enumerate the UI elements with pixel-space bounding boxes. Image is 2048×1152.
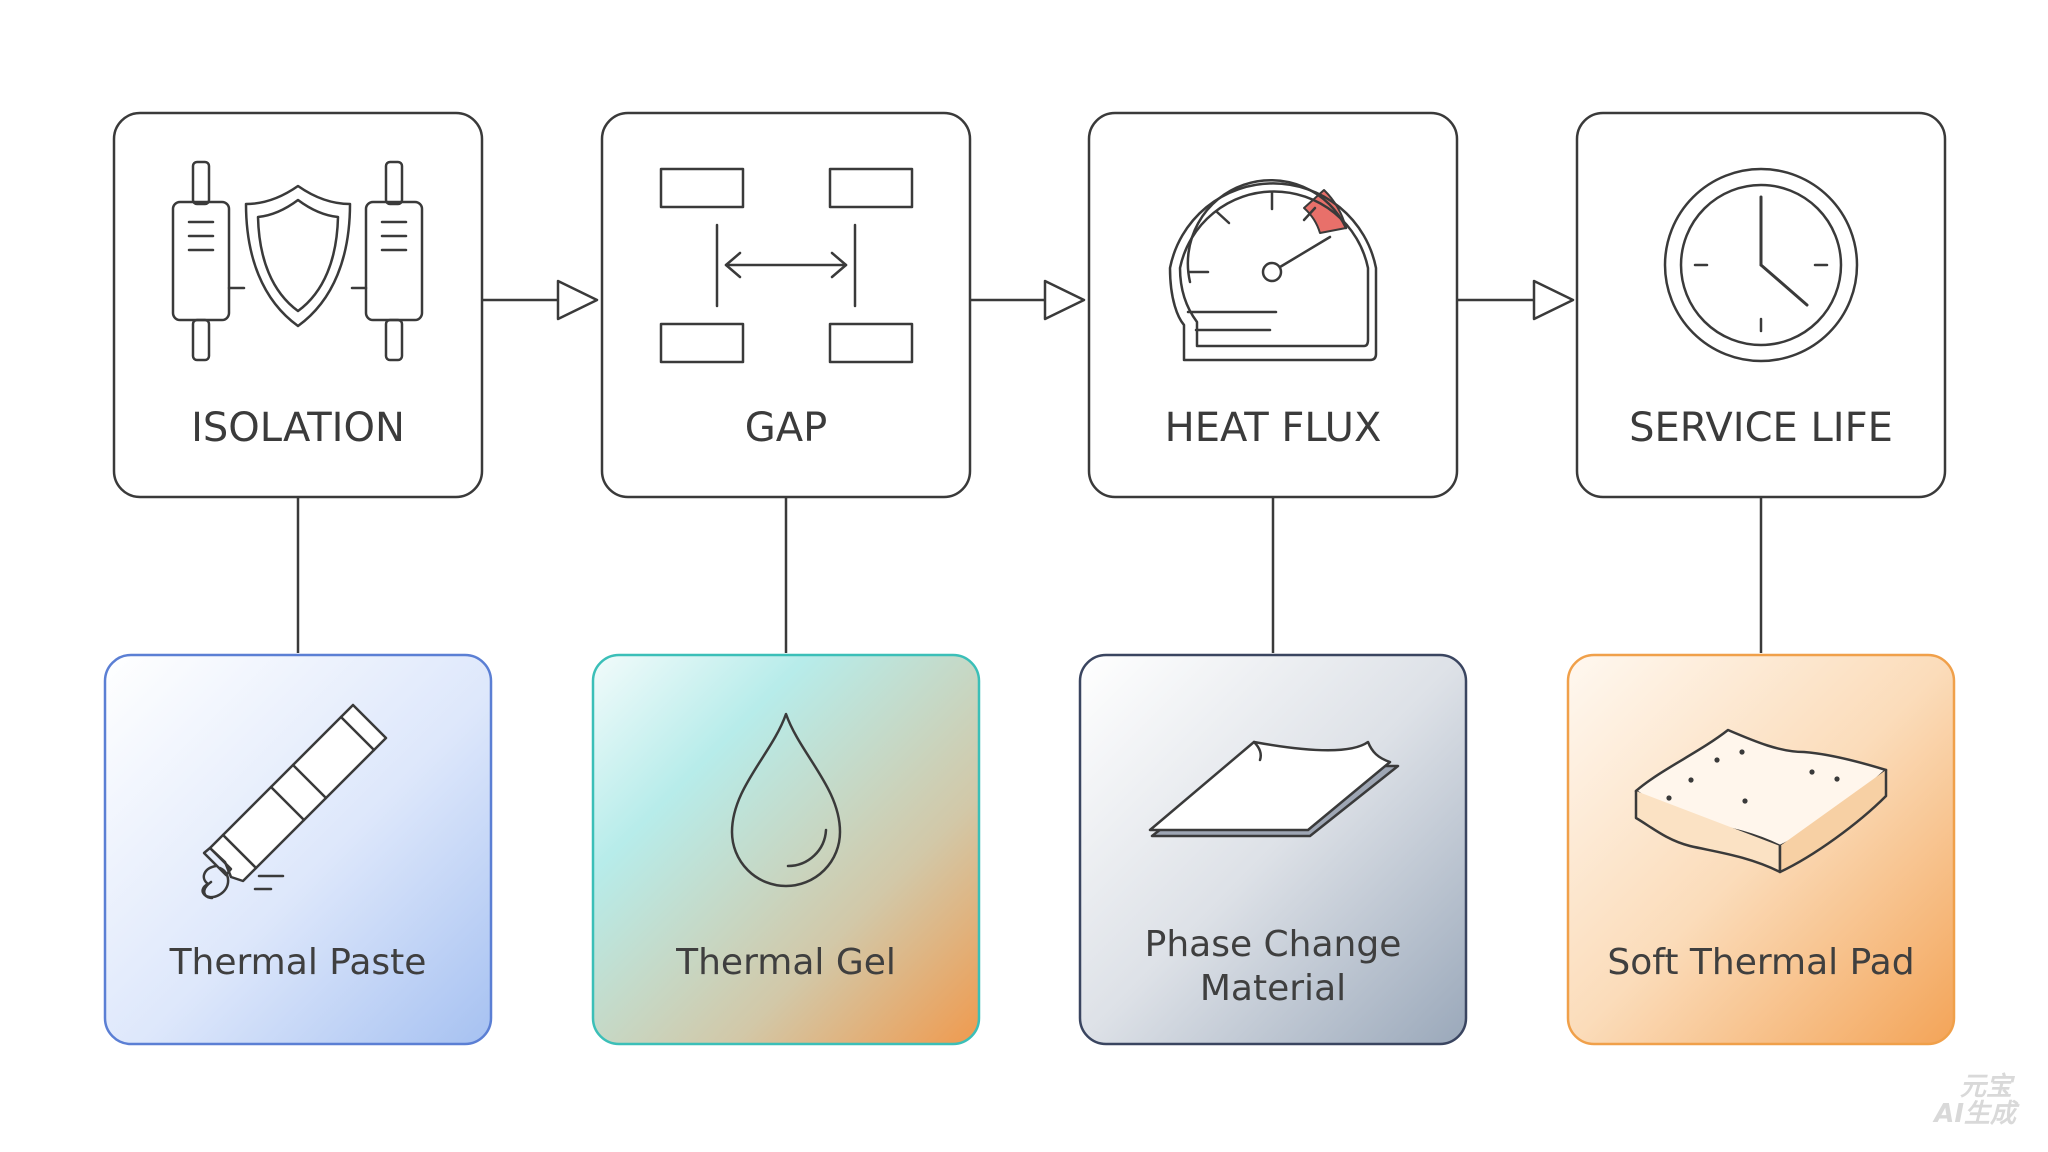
watermark-line2: AI生成 <box>1932 1099 2020 1129</box>
isolation-icon <box>171 160 424 362</box>
top-box-isolation: ISOLATION <box>112 111 484 499</box>
gauge-icon <box>1168 179 1378 362</box>
bottom-box-soft-thermal-pad: Soft Thermal Pad <box>1566 653 1956 1046</box>
thermal-gel-label: Thermal Gel <box>675 942 896 983</box>
phase-change-label-line1: Phase Change <box>1145 924 1402 965</box>
vertical-connectors <box>296 497 1763 653</box>
top-box-gap: GAP <box>600 111 972 499</box>
arrow-gap-to-heat-flux <box>967 279 1086 321</box>
heat-flux-label: HEAT FLUX <box>1165 405 1382 451</box>
gap-label: GAP <box>745 405 827 451</box>
arrow-isolation-to-gap <box>482 279 599 321</box>
bottom-box-thermal-paste: Thermal Paste <box>103 653 493 1046</box>
phase-change-label-line2: Material <box>1200 968 1346 1009</box>
top-box-heat-flux: HEAT FLUX <box>1087 111 1459 499</box>
thermal-paste-label: Thermal Paste <box>169 942 427 983</box>
arrow-heat-flux-to-service-life <box>1453 279 1575 321</box>
bottom-box-phase-change-material: Phase Change Material <box>1078 653 1468 1046</box>
soft-thermal-pad-label: Soft Thermal Pad <box>1607 942 1914 983</box>
isolation-label: ISOLATION <box>191 405 405 451</box>
sheet-icon <box>1148 740 1400 838</box>
droplet-icon <box>730 712 842 888</box>
top-box-service-life: SERVICE LIFE <box>1575 111 1947 499</box>
watermark: 元宝 AI生成 <box>1932 1072 2020 1129</box>
watermark-line1: 元宝 <box>1960 1072 2016 1102</box>
paste-tube-icon <box>201 703 388 900</box>
service-life-label: SERVICE LIFE <box>1629 405 1893 451</box>
gap-icon <box>659 167 914 364</box>
clock-icon <box>1663 167 1859 363</box>
pad-icon <box>1634 728 1888 874</box>
bottom-box-thermal-gel: Thermal Gel <box>591 653 981 1046</box>
